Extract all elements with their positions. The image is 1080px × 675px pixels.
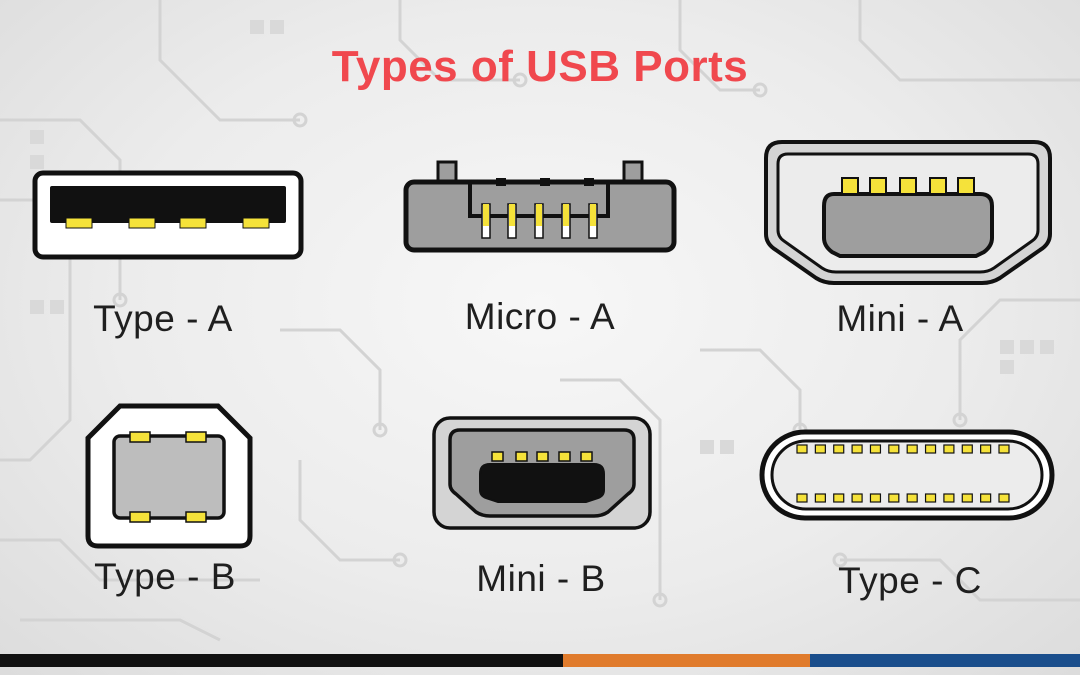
type-c-pin — [869, 493, 882, 503]
type-c-pin — [961, 444, 973, 454]
label-mini-b: Mini - B — [476, 558, 606, 599]
label-type-a: Type - A — [93, 298, 233, 339]
type-c-pin — [961, 493, 973, 503]
type-c-pin — [814, 444, 826, 454]
type-c-pin — [980, 444, 992, 454]
type-c-pin — [851, 493, 863, 503]
usb-micro-a-port-icon — [403, 160, 677, 253]
footer-stripe-black — [0, 654, 563, 667]
page-title: Types of USB Ports — [331, 42, 749, 91]
type-c-pin — [796, 444, 808, 454]
usb-type-b-port-icon — [85, 403, 253, 549]
usb-type-a-port-icon — [32, 170, 304, 260]
type-c-pin — [869, 444, 882, 454]
usb-mini-a-port-icon — [764, 140, 1052, 285]
label-type-c: Type - C — [838, 560, 982, 601]
type-c-pin — [796, 493, 808, 503]
usb-mini-b-port-icon — [432, 416, 652, 530]
type-c-pin — [833, 444, 845, 454]
footer-stripe-blue — [810, 654, 1080, 667]
label-type-b: Type - B — [94, 556, 236, 597]
type-c-pin — [906, 444, 918, 454]
type-c-pin — [833, 493, 845, 503]
type-c-pin — [851, 444, 863, 454]
label-micro-a: Micro - A — [464, 296, 616, 337]
type-c-pin — [924, 444, 937, 454]
footer-stripe-orange — [563, 654, 810, 667]
usb-type-c-port-icon — [759, 429, 1055, 521]
type-c-pin — [998, 444, 1010, 454]
type-c-pin — [888, 493, 900, 503]
type-c-pin — [814, 493, 826, 503]
type-c-pin — [998, 493, 1010, 503]
type-c-pin — [924, 493, 937, 503]
type-c-pin — [943, 493, 955, 503]
type-c-pin — [906, 493, 918, 503]
type-c-pin — [943, 444, 955, 454]
label-mini-a: Mini - A — [836, 298, 964, 339]
type-c-pin — [888, 444, 900, 454]
type-c-pin — [980, 493, 992, 503]
